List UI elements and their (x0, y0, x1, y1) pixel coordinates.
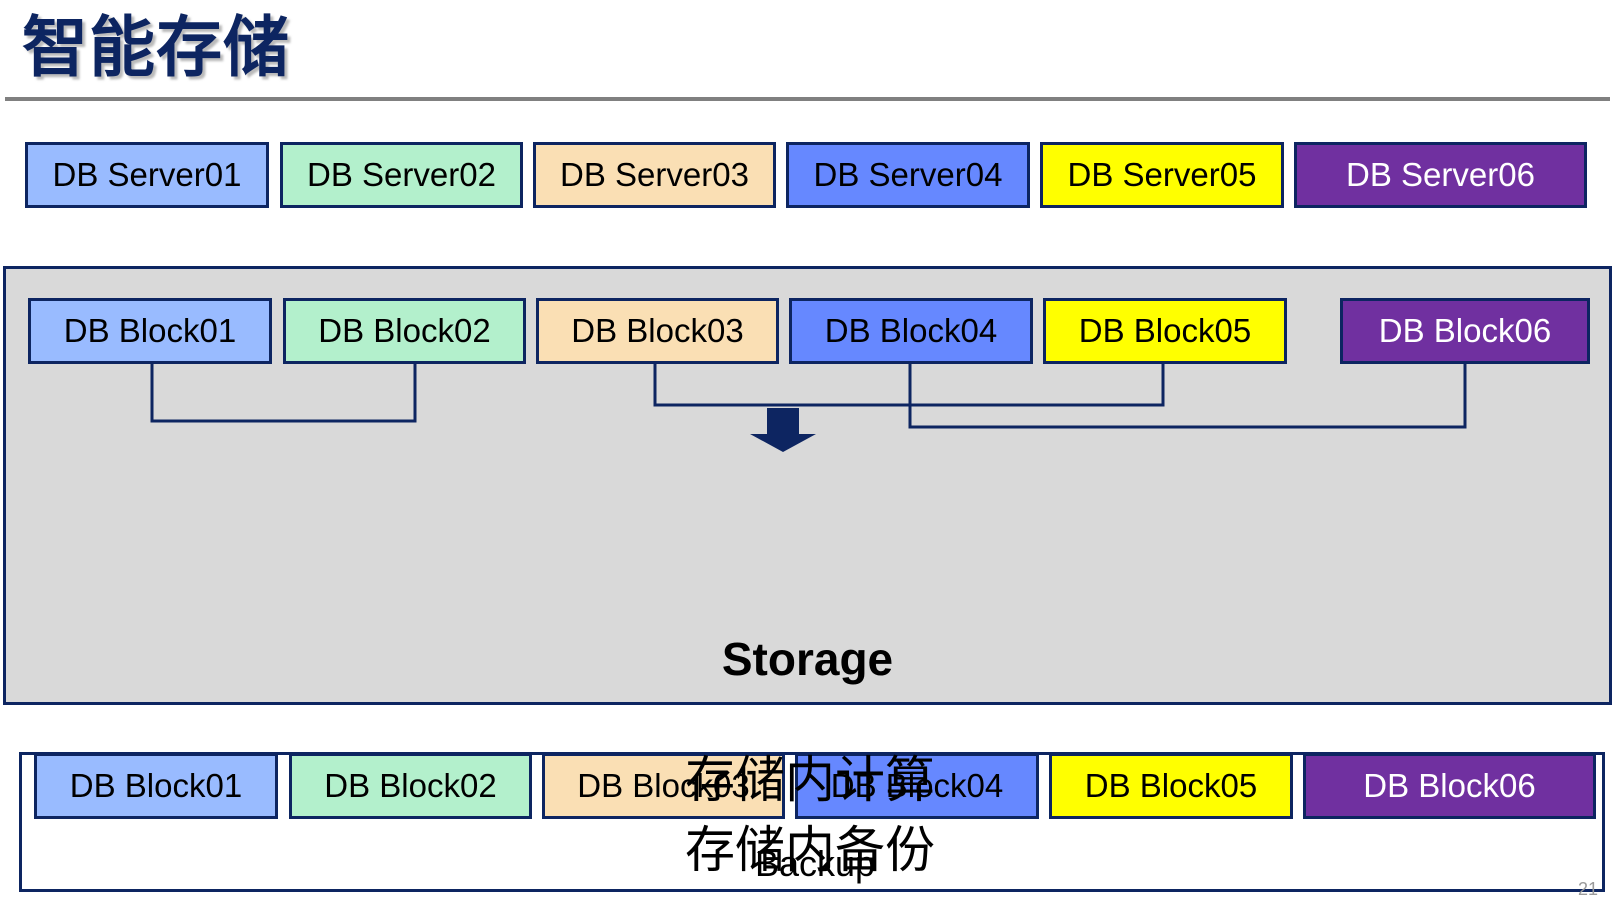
caption-in-storage-compute: 存储内计算 (685, 752, 935, 808)
db-block-primary-box-4[interactable]: DB Block04 (789, 298, 1033, 364)
caption-in-storage-backup: 存储内备份 (685, 822, 935, 878)
backup-label: Backup (754, 843, 876, 884)
db-block-backup-box-2[interactable]: DB Block02 (289, 753, 532, 819)
db-block-primary-box-3-label: DB Block03 (571, 312, 744, 349)
title-divider (5, 97, 1610, 101)
db-block-backup-box-6[interactable]: DB Block06 (1303, 753, 1596, 819)
storage-panel: Backup DB Block01 DB Block02 DB Block03 DB … (3, 266, 1612, 892)
db-block-primary-box-2-label: DB Block02 (318, 312, 491, 349)
db-block-backup-box-3-label: DB Block03 (577, 767, 750, 804)
db-block-backup-box-2-label: DB Block02 (324, 767, 497, 804)
db-block-primary-box-1[interactable]: DB Block01 (28, 298, 272, 364)
db-server-box-6-label: DB Server06 (1346, 156, 1535, 193)
db-block-primary-box-5[interactable]: DB Block05 (1043, 298, 1287, 364)
storage-label: Storage (721, 633, 894, 685)
db-server-box-3[interactable]: DB Server03 (533, 142, 776, 208)
db-block-primary-box-1-label: DB Block01 (63, 312, 237, 349)
db-block-backup-box-4-label: DB Block04 (830, 767, 1004, 804)
db-server-box-3-label: DB Server03 (560, 156, 749, 193)
db-server-box-5[interactable]: DB Server05 (1040, 142, 1284, 208)
db-block-primary-box-3[interactable]: DB Block03 (536, 298, 779, 364)
db-block-primary-box-4-label: DB Block04 (824, 312, 998, 349)
db-block-primary-box-6-label: DB Block06 (1378, 312, 1552, 349)
db-server-box-6[interactable]: DB Server06 (1294, 142, 1587, 208)
db-block-backup-box-5-label: DB Block05 (1084, 767, 1258, 804)
db-server-box-2-label: DB Server02 (307, 156, 496, 193)
db-block-backup-box-5[interactable]: DB Block05 (1049, 753, 1293, 819)
db-block-primary-box-5-label: DB Block05 (1078, 312, 1252, 349)
db-server-box-4[interactable]: DB Server04 (786, 142, 1030, 208)
page-number: 21 (1577, 879, 1598, 899)
db-server-box-4-label: DB Server04 (813, 156, 1003, 193)
db-block-backup-box-1[interactable]: DB Block01 (34, 753, 278, 819)
backup-panel: Backup DB Block01 DB Block02 DB Block03 DB … (19, 752, 1605, 892)
db-server-box-1-label: DB Server01 (52, 156, 242, 193)
page-title: 智能存储 (22, 10, 290, 84)
db-block-backup-box-1-label: DB Block01 (69, 767, 243, 804)
db-block-backup-box-3[interactable]: DB Block03 (542, 753, 785, 819)
db-block-backup-box-6-label: DB Block06 (1363, 767, 1536, 804)
db-server-box-2[interactable]: DB Server02 (280, 142, 523, 208)
db-block-primary-box-2[interactable]: DB Block02 (283, 298, 526, 364)
db-server-box-5-label: DB Server05 (1067, 156, 1257, 193)
db-server-box-1[interactable]: DB Server01 (25, 142, 269, 208)
db-block-backup-box-4[interactable]: DB Block04 (795, 753, 1039, 819)
db-block-primary-box-6[interactable]: DB Block06 (1340, 298, 1590, 364)
